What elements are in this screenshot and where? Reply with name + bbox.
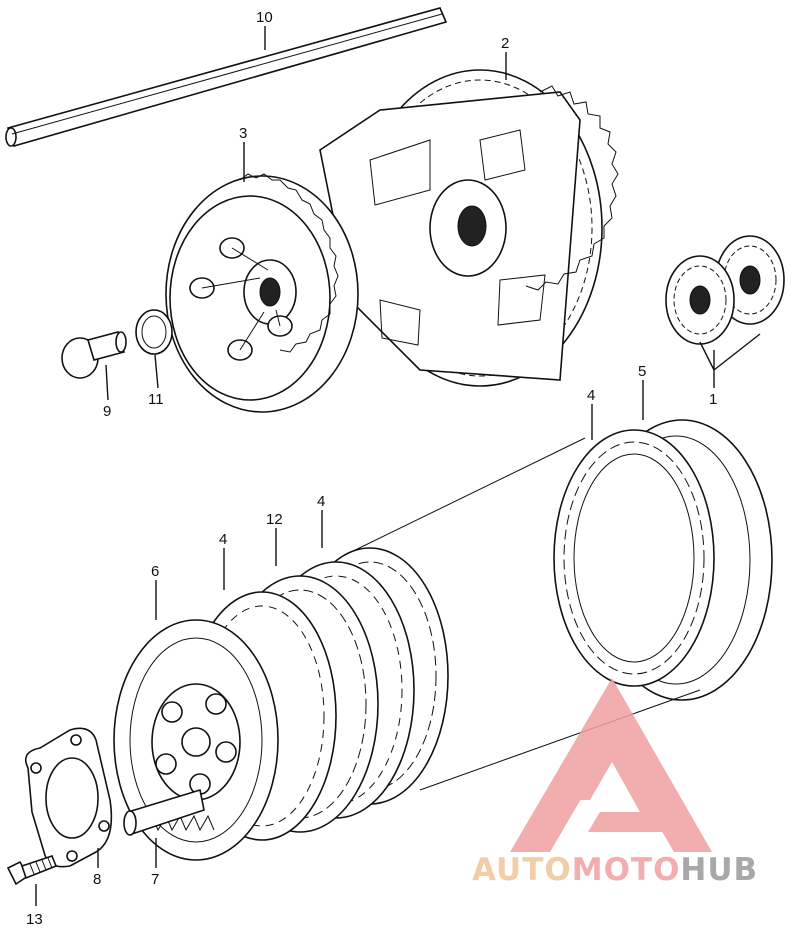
watermark-moto: MOTO (572, 852, 681, 888)
friction-disc-part-4-right (553, 429, 715, 687)
callout-4-left: 4 (219, 531, 227, 548)
clutch-center-part-3 (165, 173, 359, 413)
watermark-auto: AUTO (472, 852, 572, 888)
svg-text:AUTOMOTOHUB: AUTOMOTOHUB (472, 852, 758, 888)
callout-2: 2 (501, 35, 509, 52)
callout-5: 5 (638, 363, 646, 380)
callout-12: 12 (266, 511, 283, 528)
pin-part-9 (61, 331, 127, 379)
spring-part-7 (123, 788, 215, 836)
lifter-plate-part-6 (113, 619, 279, 861)
push-rod-part-10 (5, 7, 448, 147)
clutch-outer-part-2 (319, 69, 619, 387)
callout-4-middle: 4 (317, 493, 325, 510)
callouts: 10 2 3 1 9 11 5 4 4 12 4 6 7 8 13 (26, 9, 717, 928)
drive-gears-part-1 (665, 235, 785, 345)
callout-11: 11 (148, 391, 164, 408)
circlip-part-11 (135, 309, 173, 355)
callout-4-right: 4 (587, 387, 595, 404)
callout-1: 1 (709, 391, 717, 408)
watermark-hub: HUB (680, 852, 758, 888)
leader-lines (35, 26, 761, 906)
callout-8: 8 (93, 871, 101, 888)
callout-3: 3 (239, 125, 247, 142)
automotohub-watermark: AUTOMOTOHUB (472, 678, 758, 888)
callout-10: 10 (256, 9, 273, 26)
callout-7: 7 (151, 871, 159, 888)
bolt-part-13 (6, 855, 58, 886)
callout-6: 6 (151, 563, 159, 580)
cover-plate-part-8 (24, 727, 113, 868)
callout-9: 9 (103, 403, 111, 420)
callout-13: 13 (26, 911, 43, 928)
